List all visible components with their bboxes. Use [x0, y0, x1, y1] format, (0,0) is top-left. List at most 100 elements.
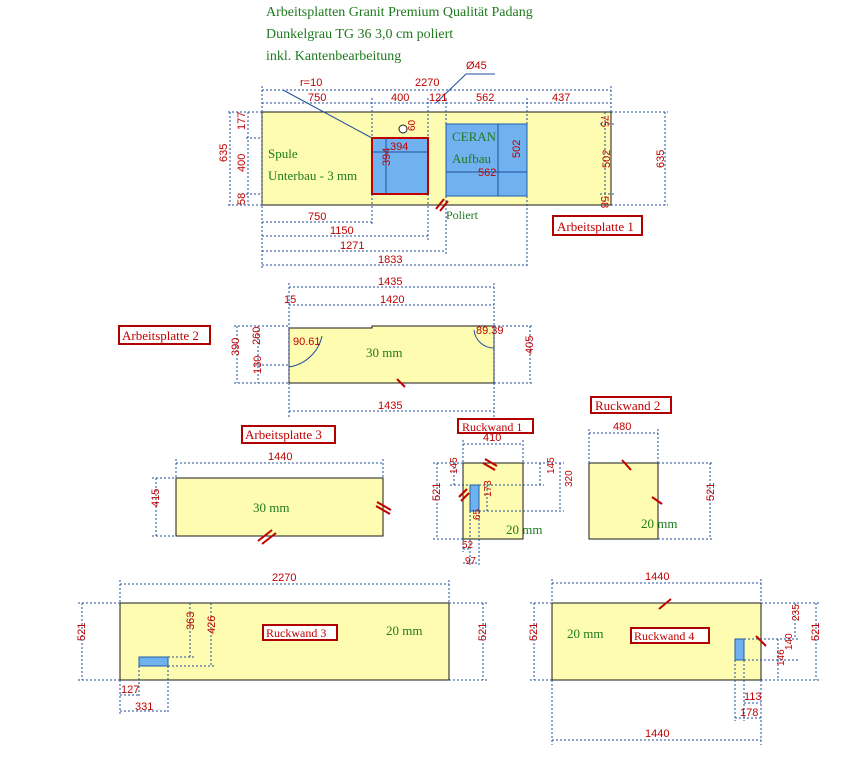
rw4-d140: 140	[784, 633, 795, 650]
rw2-polish-mark-top	[621, 459, 632, 471]
rw2-polish-mark-side	[651, 496, 663, 505]
ruckwand-4: Ruckwand 4 1440 1440 521 521 235 140 146…	[528, 571, 822, 745]
rw3-d127: 127	[121, 684, 139, 696]
ap1-top-3: 562	[476, 92, 494, 104]
rw2-height: 521	[705, 483, 717, 501]
rw1-polish-mark-side	[458, 488, 468, 498]
rw1-label-box	[457, 418, 534, 434]
ap1-bottom-0: 750	[308, 211, 326, 223]
rw2-label: Ruckwand 2	[595, 398, 660, 413]
rw1-d97: 97	[465, 556, 477, 567]
rw4-height-right: 521	[810, 623, 822, 641]
rw1-d173: 173	[483, 480, 494, 497]
rw4-label: Ruckwand 4	[634, 629, 694, 643]
rw2-width: 480	[613, 421, 631, 433]
ap1-spule: Spule	[268, 146, 298, 161]
rw1-label: Ruckwand 1	[462, 420, 522, 434]
rw2-thickness: 20 mm	[641, 516, 677, 531]
ap1-radius-leader	[282, 89, 373, 139]
rw1-d145b: 145	[546, 457, 557, 474]
ap1-bottom-3: 1833	[378, 254, 402, 266]
ap1-right-1: 502	[601, 150, 613, 168]
ap1-total-width: 2270	[415, 77, 439, 89]
rw1-d52: 52	[462, 540, 474, 551]
ap1-tap: 60	[407, 119, 418, 131]
ap1-top-1: 400	[391, 92, 409, 104]
ap1-right-2: 58	[598, 196, 610, 208]
arbeitsplatte-2: Arbeitsplatte 2 1435 1420 15 390 260 130…	[118, 276, 536, 418]
ap2-left-a: 260	[251, 327, 263, 345]
rw3-label: Ruckwand 3	[266, 626, 326, 640]
ap1-bottom-1: 1150	[330, 225, 354, 237]
ap2-angle-left: 90.61	[293, 336, 321, 348]
ap1-sink-w: 394	[390, 141, 408, 153]
ap3-slab	[175, 477, 384, 537]
ap2-left-b: 130	[252, 356, 264, 374]
ap3-polish-mark-bottom	[257, 529, 273, 542]
ap1-tap-hole	[398, 124, 408, 134]
rw3-height-right: 521	[477, 623, 489, 641]
ap1-left-2: 58	[236, 193, 248, 205]
ap1-left-total: 635	[218, 144, 230, 162]
ap1-bottom-2: 1271	[340, 240, 364, 252]
ap1-right-0: 75	[598, 115, 610, 127]
rw3-d363: 363	[185, 612, 197, 630]
rw4-d235: 235	[791, 604, 802, 621]
rw1-width: 410	[483, 432, 501, 444]
ap1-slab	[261, 111, 612, 206]
rw4-d146: 146	[776, 649, 787, 666]
rw3-cutout	[138, 656, 169, 667]
header-line-1: Arbeitsplatten Granit Premium Qualität P…	[266, 5, 533, 20]
ap1-poliert: Poliert	[446, 208, 479, 222]
ap2-left-total: 390	[230, 338, 242, 356]
ap1-hob-cutout	[445, 123, 528, 197]
ap3-polish-mark-right	[376, 501, 392, 511]
rw1-thickness: 20 mm	[506, 522, 542, 537]
ruckwand-2: Ruckwand 2 480 521 20 mm	[588, 396, 717, 540]
rw1-cutout	[469, 484, 480, 512]
ap1-polish-mark	[435, 198, 445, 210]
header-line-3: inkl. Kantenbearbeitung	[266, 49, 402, 64]
rw1-d145a: 145	[449, 457, 460, 474]
rw4-label-box	[630, 627, 710, 644]
ap2-offset: 15	[284, 294, 296, 306]
rw4-d178: 178	[740, 707, 758, 719]
rw3-d331: 331	[135, 701, 153, 713]
rw2-label-box	[590, 396, 672, 414]
ap1-left-0: 177	[236, 112, 248, 130]
ap1-hob-h: 502	[511, 140, 523, 158]
rw4-polish-mark-top	[658, 598, 672, 610]
rw2-slab	[588, 462, 659, 540]
rw4-cutout	[734, 638, 745, 661]
ap3-label: Arbeitsplatte 3	[245, 427, 322, 442]
ap1-sink-cutout	[371, 137, 429, 195]
rw1-d65: 65	[472, 508, 483, 520]
ap1-top-2: 121	[429, 92, 447, 104]
ap2-right: 405	[524, 336, 536, 354]
header-line-2: Dunkelgrau TG 36 3,0 cm poliert	[266, 27, 454, 42]
rw4-d113: 113	[744, 691, 762, 703]
ap1-top-4: 437	[552, 92, 570, 104]
arbeitsplatte-1: Arbeitsplatte 1 Spule Unterbau - 3 mm CE…	[218, 60, 668, 270]
ruckwand-1: Ruckwand 1 410 521 145 173 145 320 65 52…	[431, 418, 575, 567]
ap2-angle-right: 89.39	[476, 325, 504, 337]
rw3-d426: 426	[206, 616, 218, 634]
ap1-right-total: 635	[655, 150, 667, 168]
ap1-top-0: 750	[308, 92, 326, 104]
rw4-polish-mark-side	[755, 635, 767, 647]
ap1-unterbau: Unterbau - 3 mm	[268, 168, 357, 183]
ap3-width: 1440	[268, 451, 292, 463]
rw3-width: 2270	[272, 572, 296, 584]
ap1-hob-w: 562	[478, 167, 496, 179]
ap2-bottom: 1435	[378, 400, 402, 412]
rw4-width-bottom: 1440	[645, 728, 669, 740]
ap1-d45-leader	[435, 73, 467, 104]
ap3-thickness: 30 mm	[253, 500, 289, 515]
rw4-height-left: 521	[528, 623, 540, 641]
ap1-radius: r=10	[300, 77, 322, 89]
arbeitsplatte-3: Arbeitsplatte 3 1440 415 30 mm	[150, 425, 392, 545]
rw3-slab	[119, 602, 450, 681]
ap1-ceran: CERAN	[452, 129, 497, 144]
ap2-top-inner: 1420	[380, 294, 404, 306]
